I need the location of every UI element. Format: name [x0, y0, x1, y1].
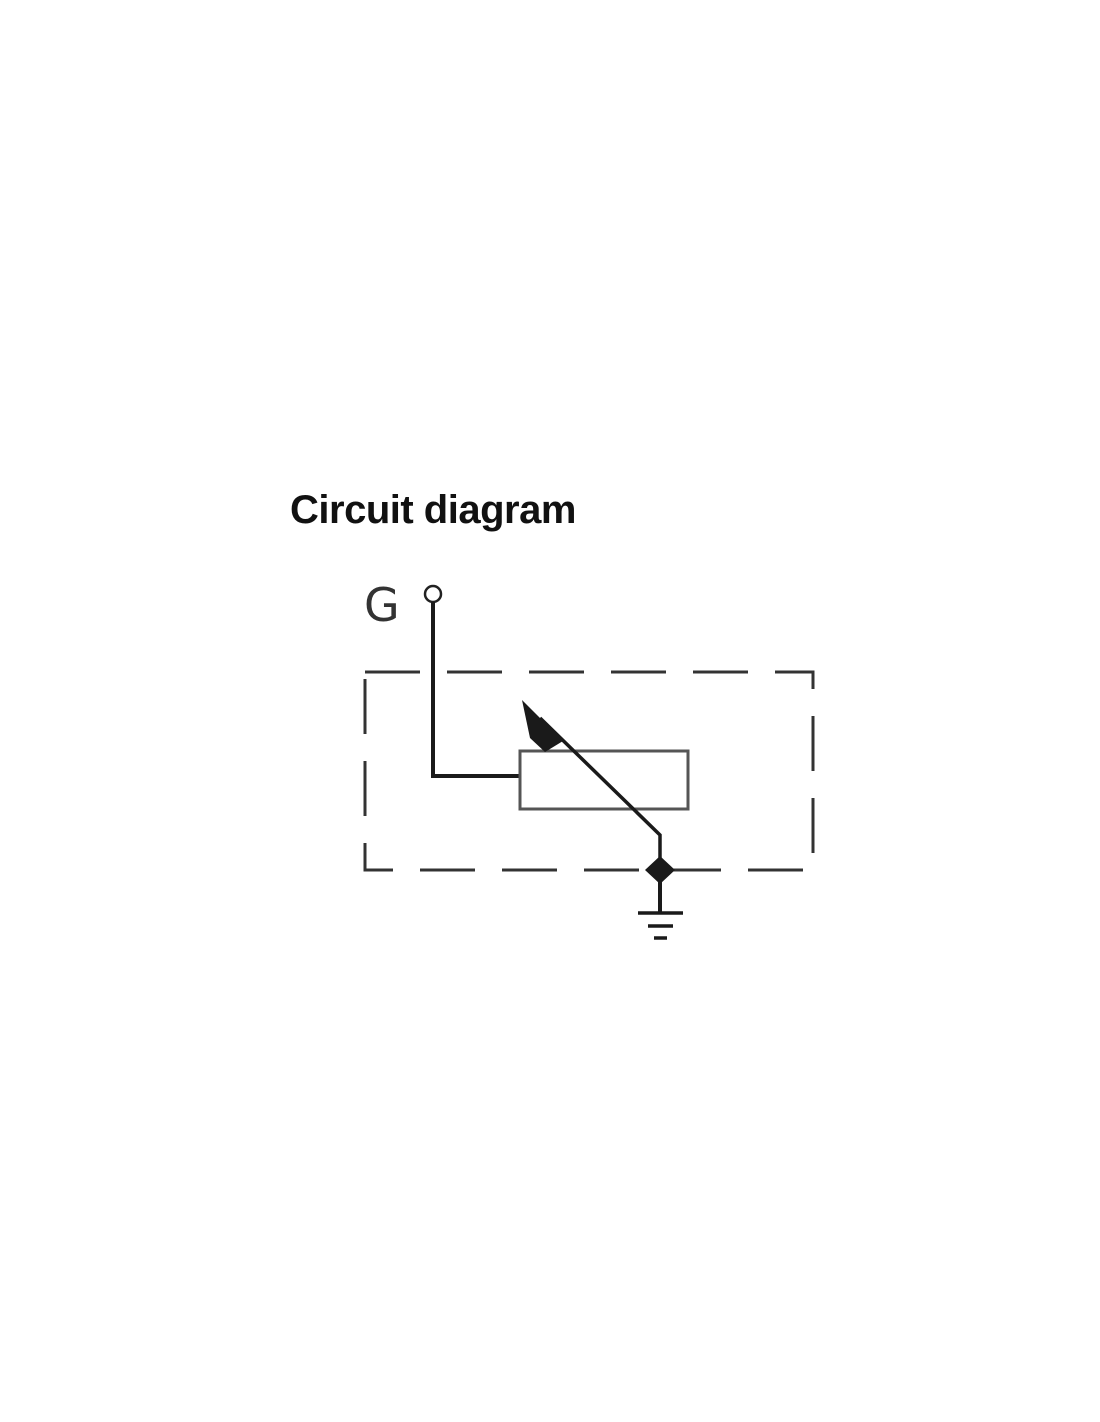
- signal-wire: [431, 602, 520, 778]
- ground-icon: [638, 911, 683, 940]
- diagram-title: Circuit diagram: [290, 488, 576, 532]
- terminal-g-circle: [423, 584, 443, 604]
- enclosure-dashed-box: [363, 670, 815, 872]
- wiper-arrow-head: [522, 700, 563, 752]
- terminal-label-g: G: [364, 578, 400, 632]
